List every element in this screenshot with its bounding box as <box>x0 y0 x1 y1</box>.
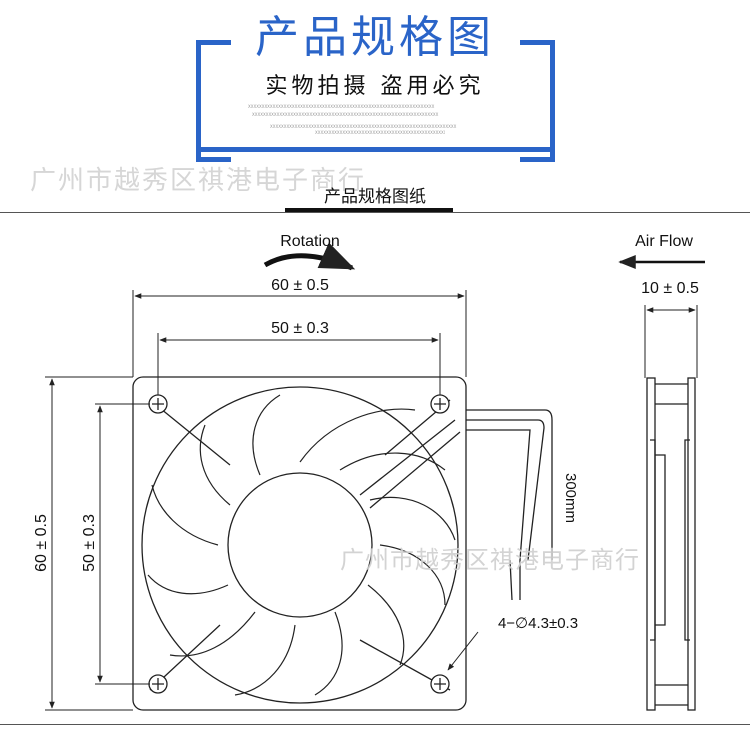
fan-hub <box>227 472 373 618</box>
mount-hole-icon <box>148 394 168 414</box>
cable-length-label: 300mm <box>562 473 579 523</box>
small-watermark-line: XXXXXXXXXXXXXXXXXXXXXXXXXXXXXXXXXXXXXXXX… <box>315 130 445 135</box>
mount-holes-label: 4−∅4.3±0.3 <box>498 615 578 632</box>
hole-height-label: 50 ± 0.3 <box>81 514 98 572</box>
rotation-arrow-icon <box>263 242 356 271</box>
divider <box>0 212 750 213</box>
airflow-label: Air Flow <box>635 233 693 250</box>
cable <box>466 409 553 561</box>
page-subtitle: 实物拍摄 盗用必究 <box>265 74 485 99</box>
overall-height-label: 60 ± 0.5 <box>33 514 50 572</box>
small-watermark-line: XXXXXXXXXXXXXXXXXXXXXXXXXXXXXXXXXXXXXXXX… <box>248 104 435 109</box>
mount-hole-icon <box>430 674 450 694</box>
cable-strut <box>359 419 461 509</box>
fan-side-view <box>646 377 696 711</box>
hole-width-label: 50 ± 0.3 <box>271 320 329 337</box>
section-underline <box>285 208 453 212</box>
divider <box>0 724 750 725</box>
dimension-thickness <box>644 305 698 378</box>
frame-rib <box>149 399 451 691</box>
thickness-label: 10 ± 0.5 <box>641 280 699 297</box>
company-watermark: 广州市越秀区祺港电子商行 <box>30 166 367 196</box>
rotation-label: Rotation <box>280 233 340 250</box>
page-title: 产品规格图 <box>255 12 495 63</box>
fan-shroud <box>141 386 459 704</box>
overall-width-label: 60 ± 0.5 <box>271 277 329 294</box>
hole-leader-line <box>447 631 479 671</box>
header-bracket-bottom <box>196 147 555 152</box>
dimension-overall-width <box>132 290 467 377</box>
small-watermark-line: XXXXXXXXXXXXXXXXXXXXXXXXXXXXXXXXXXXXXXXX… <box>252 112 439 117</box>
company-watermark: 广州市越秀区祺港电子商行 <box>340 546 640 574</box>
small-watermark-line: XXXXXXXXXXXXXXXXXXXXXXXXXXXXXXXXXXXXXXXX… <box>270 124 457 129</box>
cable-end <box>509 559 521 601</box>
header-bracket-left <box>196 40 231 162</box>
mount-hole-icon <box>148 674 168 694</box>
dimension-hole-width <box>157 333 441 395</box>
dimension-overall-height <box>45 376 133 711</box>
fan-front-view <box>132 376 553 711</box>
mount-hole-icon <box>430 394 450 414</box>
header-bracket-right <box>520 40 555 162</box>
dimension-hole-height <box>95 403 150 685</box>
section-title: 产品规格图纸 <box>324 187 426 207</box>
